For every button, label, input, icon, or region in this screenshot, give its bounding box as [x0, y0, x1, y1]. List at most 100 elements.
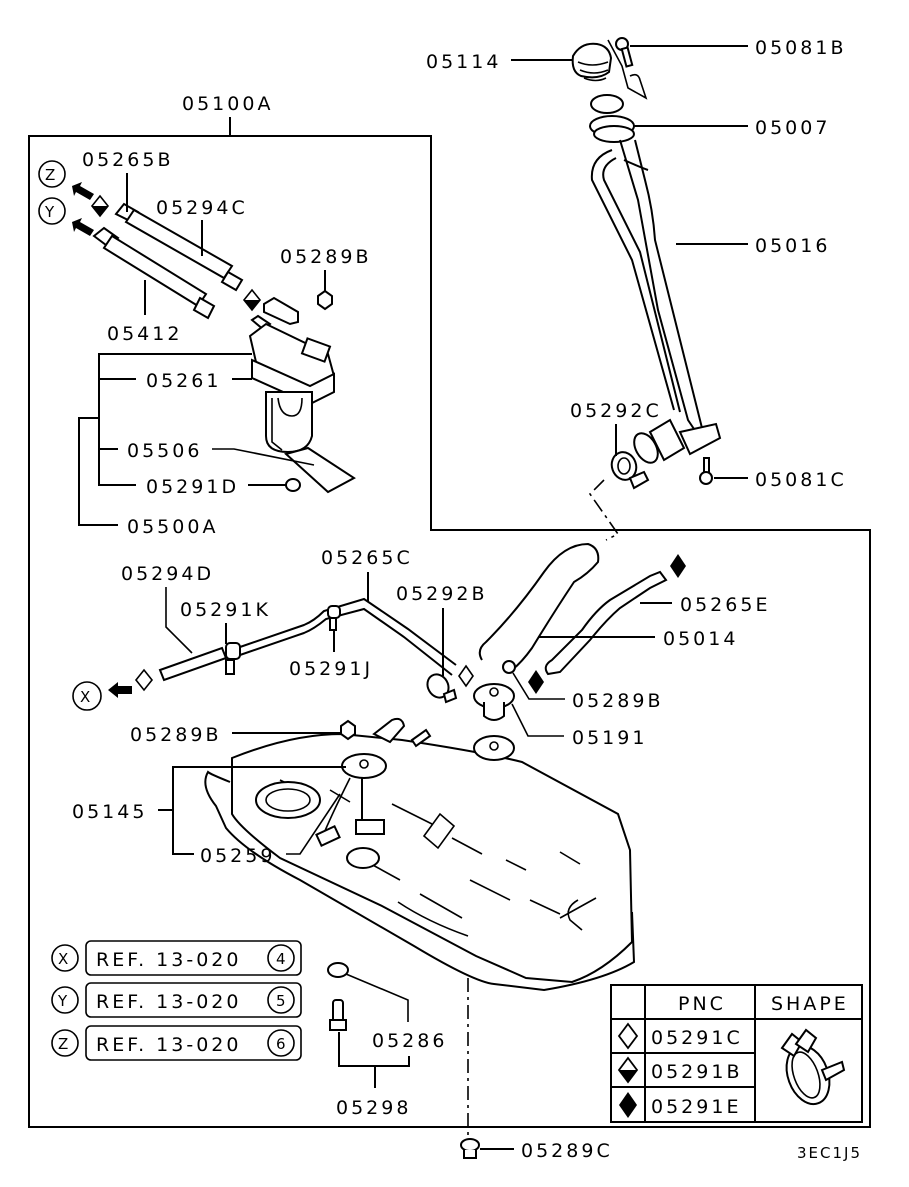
drain-plug-05289C[interactable] [460, 1138, 480, 1159]
label-05291K[interactable]: 05291K [180, 599, 271, 621]
label-05259[interactable]: 05259 [200, 845, 275, 867]
bracket-05145 [158, 766, 346, 855]
tank-opening-ring[interactable] [255, 781, 321, 819]
svg-text:REF. 13-020: REF. 13-020 [96, 949, 241, 971]
label-05114[interactable]: 05114 [426, 51, 501, 73]
label-05081B[interactable]: 05081B [755, 37, 846, 59]
label-05289B-left[interactable]: 05289B [130, 724, 221, 746]
diamond-outline-icon [617, 1022, 639, 1050]
svg-text:Y: Y [44, 203, 56, 221]
svg-text:X: X [80, 688, 92, 706]
filler-neck[interactable] [590, 139, 722, 467]
arrow-y-icon [72, 218, 94, 236]
label-05265E[interactable]: 05265E [680, 594, 770, 616]
nut-05289B-right[interactable] [502, 660, 516, 674]
fuel-pump-module[interactable] [248, 296, 356, 494]
label-05289B-right[interactable]: 05289B [572, 690, 663, 712]
legend-pnc-05291C[interactable]: 05291C [651, 1027, 743, 1049]
label-05298[interactable]: 05298 [336, 1097, 411, 1119]
label-05294D[interactable]: 05294D [121, 563, 214, 585]
label-05265C[interactable]: 05265C [321, 547, 413, 569]
svg-text:Z: Z [45, 166, 57, 184]
svg-text:REF. 13-020: REF. 13-020 [96, 991, 241, 1013]
label-05145[interactable]: 05145 [72, 801, 147, 823]
label-05291D[interactable]: 05291D [146, 476, 239, 498]
svg-text:Y: Y [57, 992, 69, 1010]
label-05100A[interactable]: 05100A [182, 93, 273, 115]
label-05292C[interactable]: 05292C [570, 400, 662, 422]
bolt-05081C[interactable] [699, 457, 713, 485]
hose-05265E[interactable] [544, 570, 668, 676]
label-05191[interactable]: 05191 [572, 727, 647, 749]
label-05500A[interactable]: 05500A [127, 516, 218, 538]
nut-05289B-top[interactable] [317, 289, 333, 311]
tank-inlet-pipe[interactable] [372, 717, 432, 748]
label-05294C[interactable]: 05294C [156, 197, 248, 219]
label-05016[interactable]: 05016 [755, 235, 830, 257]
clamp-05292C[interactable] [608, 449, 650, 490]
leader-05259 [286, 793, 341, 855]
assembly-boundary [28, 135, 871, 1128]
pipe-05412[interactable] [92, 226, 216, 320]
ref-row-x[interactable]: X REF. 13-020 4 [51, 940, 302, 976]
svg-text:X: X [58, 950, 70, 968]
label-05506[interactable]: 05506 [127, 440, 202, 462]
legend-header-shape: SHAPE [771, 993, 849, 1015]
washer-05291D[interactable] [285, 478, 301, 492]
washer-05286[interactable] [327, 962, 349, 978]
clamp-05292B[interactable] [423, 671, 458, 704]
label-05289B-top[interactable]: 05289B [280, 246, 371, 268]
hose-clamp-shape-icon [780, 1028, 846, 1106]
clamp-symbol-filled-icon [670, 554, 686, 578]
fuel-vent-valve-05191[interactable] [473, 683, 515, 721]
clamp-legend-table: PNC SHAPE 05291C 05291B 05291E [610, 984, 863, 1123]
hose-05294D[interactable] [158, 642, 241, 682]
clamp-symbol-half-icon-2 [242, 288, 262, 312]
pipe-05265C[interactable] [239, 597, 457, 676]
arrow-x-icon [108, 682, 132, 698]
bolt-05081B[interactable] [607, 37, 648, 100]
ref-row-y[interactable]: Y REF. 13-020 5 [51, 982, 302, 1018]
label-05014[interactable]: 05014 [663, 628, 738, 650]
label-05286[interactable]: 05286 [372, 1030, 447, 1052]
diamond-half-icon [617, 1056, 639, 1084]
sender-unit-05145[interactable] [315, 753, 387, 847]
legend-pnc-05291E[interactable]: 05291E [651, 1096, 741, 1118]
label-05289C[interactable]: 05289C [521, 1140, 613, 1162]
bracket-05500A [78, 353, 252, 526]
tank-vent-fitting[interactable] [473, 735, 515, 761]
fuel-cap[interactable] [571, 42, 613, 82]
diamond-filled-icon [619, 1092, 637, 1118]
label-05007[interactable]: 05007 [755, 117, 830, 139]
ref-row-z[interactable]: Z REF. 13-020 6 [51, 1025, 302, 1061]
legend-pnc-05291B[interactable]: 05291B [651, 1061, 742, 1083]
bolt-05298[interactable] [329, 999, 347, 1031]
nut-05289B-left[interactable] [340, 719, 356, 741]
connector-y[interactable]: Y [38, 197, 66, 225]
label-05261[interactable]: 05261 [146, 370, 221, 392]
leader-05506 [212, 448, 315, 466]
label-05265B[interactable]: 05265B [82, 149, 173, 171]
label-05412[interactable]: 05412 [107, 323, 182, 345]
filler-hose-05014[interactable] [478, 542, 600, 671]
filler-neck-gasket[interactable] [589, 94, 635, 143]
arrow-z-icon [72, 182, 94, 200]
connector-z[interactable]: Z [38, 160, 66, 188]
leader-05191 [511, 703, 564, 737]
clamp-symbol-filled-icon-2 [528, 670, 544, 694]
label-05081C[interactable]: 05081C [755, 469, 847, 491]
label-05292B[interactable]: 05292B [396, 583, 487, 605]
fuel-tank[interactable] [204, 732, 636, 992]
tank-lower-fitting[interactable] [346, 847, 380, 869]
bracket-05298 [338, 1032, 410, 1088]
svg-text:REF. 13-020: REF. 13-020 [96, 1034, 241, 1056]
svg-text:6: 6 [276, 1035, 288, 1053]
hose-05294C[interactable] [114, 202, 244, 292]
leader-05286 [345, 973, 409, 1022]
label-05291J[interactable]: 05291J [289, 658, 373, 680]
clamp-symbol-outline-icon-2 [458, 664, 474, 688]
svg-text:4: 4 [276, 950, 288, 968]
clamp-symbol-half-icon [90, 194, 110, 218]
connector-x[interactable]: X [72, 681, 102, 711]
